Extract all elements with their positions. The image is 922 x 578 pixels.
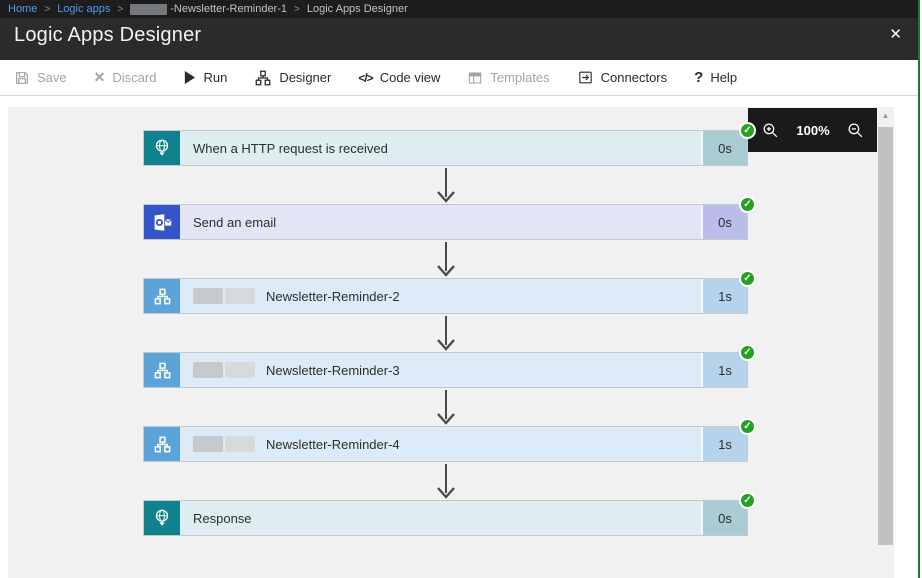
http-request-icon	[144, 501, 180, 535]
redacted-text	[130, 3, 168, 15]
page-header: Home > Logic apps > -Newsletter-Reminder-1 > L…	[0, 0, 918, 60]
toolbar-label: Designer	[279, 70, 332, 85]
status-check-icon: ✓	[739, 344, 756, 361]
logic-app-icon	[144, 427, 180, 461]
page-title: Logic Apps Designer	[14, 24, 202, 46]
help-icon: ?	[694, 69, 704, 86]
scrollbar-thumb[interactable]	[878, 127, 893, 545]
workflow-step[interactable]: When a HTTP request is received 0s✓	[143, 122, 756, 166]
status-check-icon: ✓	[739, 270, 756, 287]
toolbar-button-code-view[interactable]: </> Code view	[358, 70, 440, 85]
workflow-connector-arrow	[143, 388, 748, 426]
step-title: Send an email	[193, 214, 277, 230]
toolbar-button-connectors[interactable]: Connectors	[577, 69, 667, 86]
breadcrumb-label: Logic apps	[57, 3, 111, 15]
step-title: Newsletter-Reminder-2	[266, 288, 400, 304]
redacted-text	[225, 288, 255, 304]
http-request-icon	[144, 131, 180, 165]
workflow-connector-arrow	[143, 166, 748, 204]
breadcrumb-item[interactable]: Home	[8, 3, 37, 15]
outlook-icon	[144, 205, 180, 239]
breadcrumb-item[interactable]: Logic apps	[57, 3, 110, 15]
redacted-text	[193, 288, 223, 304]
run-icon	[183, 70, 196, 85]
workflow-step[interactable]: Response 0s✓	[143, 492, 756, 536]
toolbar-button-run[interactable]: Run	[183, 70, 227, 85]
zoom-level: 100%	[796, 122, 830, 138]
toolbar-label: Save	[37, 70, 67, 85]
discard-icon: ✕	[93, 69, 106, 85]
breadcrumb-separator: >	[117, 3, 124, 15]
toolbar-label: Templates	[490, 70, 550, 85]
breadcrumb-label: -Newsletter-Reminder-1	[170, 3, 288, 15]
step-title: Newsletter-Reminder-3	[266, 362, 400, 378]
breadcrumb-label: Logic Apps Designer	[306, 3, 408, 15]
status-check-icon: ✓	[739, 492, 756, 509]
toolbar-button-templates[interactable]: Templates	[467, 70, 550, 86]
redacted-text	[225, 362, 255, 378]
redacted-text	[225, 436, 255, 452]
toolbar-label: Discard	[112, 70, 157, 85]
connectors-icon	[577, 69, 594, 86]
screen-edge-line	[918, 0, 920, 578]
step-title: Newsletter-Reminder-4	[266, 436, 400, 452]
toolbar-button-save[interactable]: Save	[14, 70, 67, 86]
zoom-in-icon[interactable]	[761, 121, 780, 140]
step-title: When a HTTP request is received	[193, 140, 388, 156]
step-duration: 1s	[701, 353, 747, 387]
step-duration: 0s	[701, 501, 747, 535]
vertical-scrollbar: ▲	[877, 107, 894, 578]
status-check-icon: ✓	[739, 122, 756, 139]
workflow-connector-arrow	[143, 314, 748, 352]
workflow-step[interactable]: Newsletter-Reminder-2 1s✓	[143, 270, 756, 314]
logic-app-icon	[144, 279, 180, 313]
code-view-icon: </>	[358, 70, 373, 85]
breadcrumb: Home > Logic apps > -Newsletter-Reminder-1 > L…	[0, 0, 918, 18]
step-duration: 0s	[701, 131, 747, 165]
zoom-out-icon[interactable]	[846, 121, 865, 140]
breadcrumb-item: -Newsletter-Reminder-1	[130, 3, 287, 15]
designer-toolbar: Save ✕ Discard Run Designer </> Code view Templ…	[0, 60, 918, 96]
step-title: Response	[193, 510, 252, 526]
breadcrumb-separator: >	[44, 3, 51, 15]
workflow-connector-arrow	[143, 462, 748, 500]
designer-icon	[254, 69, 272, 87]
toolbar-button-discard[interactable]: ✕ Discard	[94, 69, 157, 86]
breadcrumb-label: Home	[8, 3, 38, 15]
zoom-control: 100%	[748, 108, 878, 152]
status-check-icon: ✓	[739, 196, 756, 213]
workflow-step[interactable]: Newsletter-Reminder-4 1s✓	[143, 418, 756, 462]
toolbar-button-help[interactable]: ? Help	[694, 69, 737, 86]
workflow-step[interactable]: Send an email 0s✓	[143, 196, 756, 240]
scrollbar-up-arrow[interactable]: ▲	[881, 110, 890, 120]
step-duration: 1s	[701, 427, 747, 461]
redacted-text	[193, 436, 223, 452]
redacted-text	[193, 362, 223, 378]
workflow-connector-arrow	[143, 240, 748, 278]
save-icon	[14, 70, 30, 86]
toolbar-label: Help	[710, 70, 738, 85]
status-check-icon: ✓	[739, 418, 756, 435]
breadcrumb-separator: >	[294, 3, 300, 15]
logic-app-icon	[144, 353, 180, 387]
toolbar-label: Run	[203, 70, 228, 85]
step-duration: 0s	[701, 205, 747, 239]
step-duration: 1s	[701, 279, 747, 313]
close-icon[interactable]: ✕	[889, 26, 902, 43]
templates-icon	[467, 70, 483, 86]
toolbar-button-designer[interactable]: Designer	[254, 69, 331, 87]
workflow-step[interactable]: Newsletter-Reminder-3 1s✓	[143, 344, 756, 388]
toolbar-label: Connectors	[600, 70, 668, 85]
breadcrumb-item: Logic Apps Designer	[307, 3, 408, 15]
toolbar-label: Code view	[379, 70, 441, 85]
